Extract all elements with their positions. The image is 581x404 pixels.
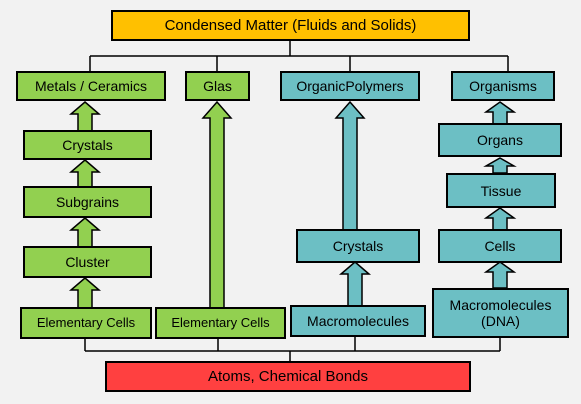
metals-crystals-label: Crystals [62,137,113,153]
top-connectors [89,40,509,72]
macromolecules-dna-line1: Macromolecules [449,297,552,313]
macromolecules-dna-box: Macromolecules (DNA) [432,288,569,338]
arrow-up-icon [68,277,102,309]
arrow-up-icon [68,159,102,188]
organisms-label: Organisms [469,78,537,94]
cluster-label: Cluster [65,254,110,270]
organisms-box: Organisms [451,71,555,101]
metals-ceramics-label: Metals / Ceramics [34,78,148,94]
macromolecules-box: Macromolecules [290,305,426,337]
arrow-up-icon [483,157,517,174]
cells-label: Cells [484,238,516,254]
bottom-connectors [84,336,501,362]
glas-label: Glas [203,78,232,94]
atoms-bonds-label: Atoms, Chemical Bonds [207,367,369,385]
organs-label: Organs [477,132,523,148]
polymers-crystals-box: Crystals [296,229,420,263]
cells-box: Cells [438,229,562,263]
arrow-up-icon [68,101,102,132]
macromolecules-dna-line2: (DNA) [481,313,520,329]
arrow-up-icon [483,207,517,231]
metals-crystals-box: Crystals [23,130,152,160]
arrow-up-icon [338,261,372,307]
cluster-box: Cluster [23,246,152,278]
condensed-matter-label: Condensed Matter (Fluids and Solids) [164,16,417,34]
atoms-bonds-box: Atoms, Chemical Bonds [105,361,471,392]
subgrains-label: Subgrains [55,194,120,210]
metals-elementary-cells-box: Elementary Cells [20,307,152,339]
organs-box: Organs [438,123,562,157]
organic-polymers-box: OrganicPolymers [280,71,420,101]
glas-elementary-cells-label: Elementary Cells [171,315,270,330]
arrow-up-icon [483,261,517,289]
metals-elementary-cells-label: Elementary Cells [36,315,136,330]
subgrains-box: Subgrains [23,186,152,218]
tissue-box: Tissue [446,173,556,208]
arrow-up-icon [483,101,517,125]
arrow-up-icon [334,100,366,231]
polymers-crystals-label: Crystals [332,238,384,254]
condensed-matter-box: Condensed Matter (Fluids and Solids) [111,10,470,41]
organic-polymers-label: OrganicPolymers [296,78,404,94]
metals-ceramics-box: Metals / Ceramics [16,71,166,101]
macromolecules-label: Macromolecules [307,313,409,329]
arrow-up-icon [68,217,102,248]
glas-box: Glas [185,71,250,101]
glas-elementary-cells-box: Elementary Cells [155,307,286,339]
tissue-label: Tissue [480,182,522,199]
arrow-up-icon [201,100,233,309]
